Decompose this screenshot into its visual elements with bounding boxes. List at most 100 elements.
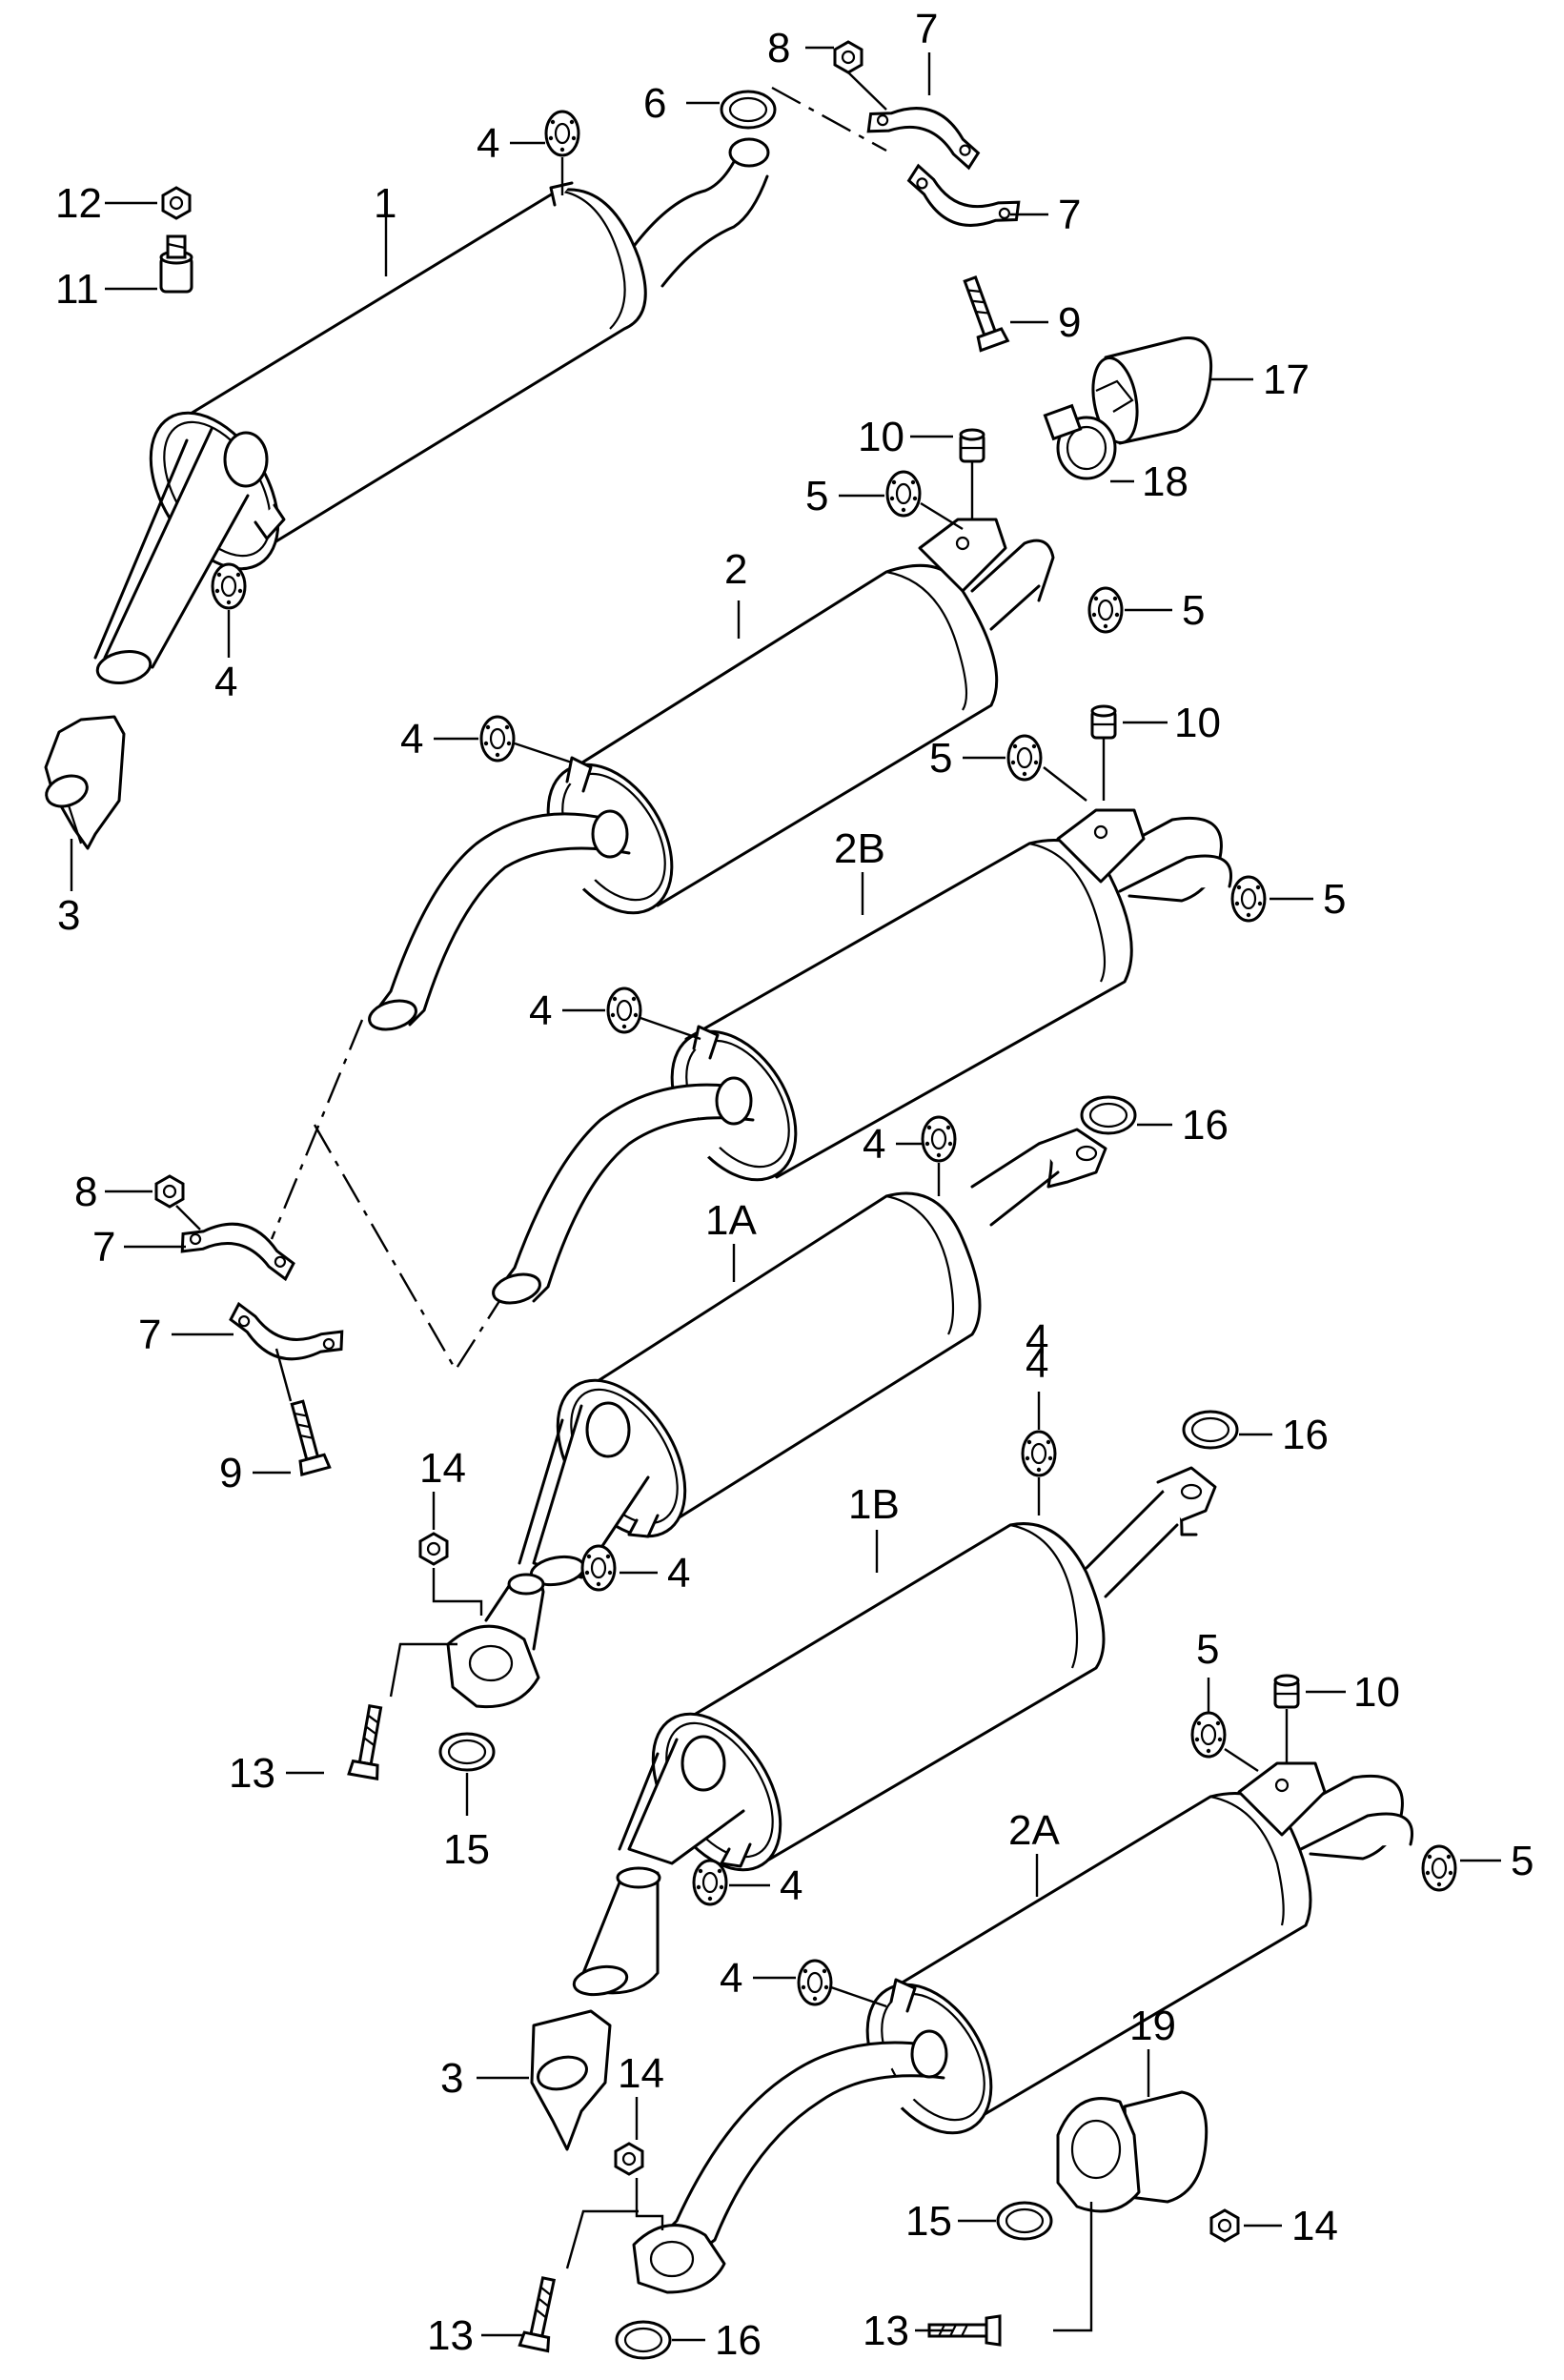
ring-15b	[996, 2201, 1053, 2241]
washer-4a	[544, 110, 580, 157]
front-muffler-2	[368, 518, 1055, 1031]
callout-13a: 13	[229, 1750, 275, 1797]
callout-16c: 16	[715, 2317, 762, 2364]
callout-10b: 10	[1174, 700, 1221, 746]
nut-12	[161, 186, 192, 220]
washer-5f	[1421, 1844, 1457, 1892]
callout-1A: 1A	[705, 1197, 757, 1244]
callout-5a: 5	[805, 473, 828, 519]
washer-4b	[211, 562, 247, 610]
ring-16b	[1182, 1410, 1239, 1450]
callout-6: 6	[643, 80, 666, 127]
dash-lines	[270, 86, 887, 1373]
clamp-18	[1043, 403, 1117, 480]
washer-5a	[885, 470, 922, 518]
clamp-7-left-upper	[176, 1209, 301, 1282]
rear-muffler-1B	[618, 1466, 1217, 1872]
callout-8a: 8	[767, 25, 790, 71]
callout-12: 12	[55, 180, 102, 227]
callout-18: 18	[1142, 458, 1188, 505]
clamp-7-left-lower	[223, 1301, 348, 1374]
washer-5d	[1230, 875, 1267, 923]
callout-7d: 7	[138, 1312, 161, 1358]
rear-muffler-1A	[518, 1128, 1107, 1587]
callout-11: 11	[55, 266, 99, 313]
washer-4i	[797, 1959, 833, 2006]
washer-4c	[479, 715, 516, 763]
callout-15a: 15	[443, 1826, 490, 1873]
callout-4i: 4	[720, 1955, 742, 2002]
bolt-9-left	[282, 1397, 332, 1476]
stop-10c	[1273, 1674, 1300, 1709]
callout-9a: 9	[1058, 299, 1081, 346]
callout-10a: 10	[858, 414, 904, 460]
callout-4b: 4	[214, 659, 237, 705]
callout-16a: 16	[1182, 1102, 1229, 1149]
front-muffler-2B	[492, 808, 1232, 1305]
tail-pipe-3-top	[44, 715, 126, 850]
washer-4e	[921, 1115, 957, 1163]
stop-10b	[1090, 704, 1117, 740]
callout-4g: 4	[667, 1550, 690, 1597]
callout-17: 17	[1263, 356, 1310, 403]
callout-3-lower: 3	[440, 2055, 463, 2102]
callout-4e: 4	[863, 1121, 885, 1168]
callout-9b: 9	[219, 1450, 242, 1496]
connect-pipe-1B	[572, 1866, 661, 1997]
callout-14b: 14	[618, 2050, 664, 2097]
washer-4d	[606, 987, 642, 1034]
callout-7b: 7	[1058, 192, 1081, 238]
rear-muffler-1	[93, 137, 770, 684]
callout-14c: 14	[1291, 2203, 1338, 2249]
bolt-13b	[518, 2274, 564, 2353]
connector-19	[1056, 2090, 1209, 2213]
callout-13b: 13	[427, 2312, 474, 2359]
flange-pipe-left	[446, 1573, 545, 1709]
callout-4j: 4	[1026, 1316, 1048, 1363]
callout-14a: 14	[419, 1445, 466, 1492]
callout-5f: 5	[1511, 1838, 1534, 1884]
nut-14b	[614, 2142, 644, 2176]
callout-13c: 13	[863, 2308, 909, 2354]
callout-5d: 5	[1323, 876, 1346, 923]
callout-1B: 1B	[848, 1481, 900, 1528]
nut-14a	[418, 1532, 449, 1566]
callout-5b: 5	[1182, 587, 1205, 634]
clamp-7-upper	[863, 90, 988, 171]
callout-7a: 7	[915, 6, 938, 52]
washer-4f	[1021, 1430, 1057, 1477]
washer-5e	[1190, 1711, 1227, 1759]
ring-15a	[438, 1732, 496, 1772]
stop-11	[159, 234, 193, 294]
callout-2B: 2B	[834, 825, 885, 872]
washer-5c	[1006, 734, 1043, 782]
nut-8-left	[154, 1174, 185, 1209]
callout-16b: 16	[1282, 1412, 1329, 1458]
callout-2: 2	[724, 546, 747, 593]
callout-7c: 7	[92, 1224, 115, 1271]
callout-5e: 5	[1196, 1626, 1219, 1673]
callout-8b: 8	[74, 1169, 97, 1215]
nut-8-top	[833, 40, 863, 74]
ring-16c	[615, 2320, 672, 2360]
bolt-9-top	[955, 273, 1009, 353]
callout-5c: 5	[929, 735, 952, 782]
washer-5b	[1087, 586, 1124, 634]
ring-6	[720, 90, 777, 130]
washer-4h	[692, 1859, 728, 1906]
callout-15b: 15	[905, 2198, 952, 2245]
clamp-7-lower	[899, 163, 1025, 244]
callout-1: 1	[374, 180, 396, 227]
callout-4d: 4	[529, 987, 552, 1034]
callout-4f: 4	[1026, 1340, 1048, 1387]
callout-4a: 4	[477, 120, 499, 167]
callout-3-top: 3	[57, 892, 80, 939]
callout-10c: 10	[1353, 1669, 1400, 1716]
tail-pipe-3-lower	[530, 2009, 612, 2151]
callout-2A: 2A	[1008, 1807, 1060, 1854]
washer-4g	[580, 1544, 617, 1592]
nut-14c	[1209, 2208, 1240, 2243]
callout-labels: 1 2 1A 1B 2A 2B 3 3 4 4 4 4 4 4 4 4 4 4 …	[55, 6, 1534, 2364]
callout-4h: 4	[780, 1862, 802, 1909]
stop-10a	[959, 428, 985, 463]
